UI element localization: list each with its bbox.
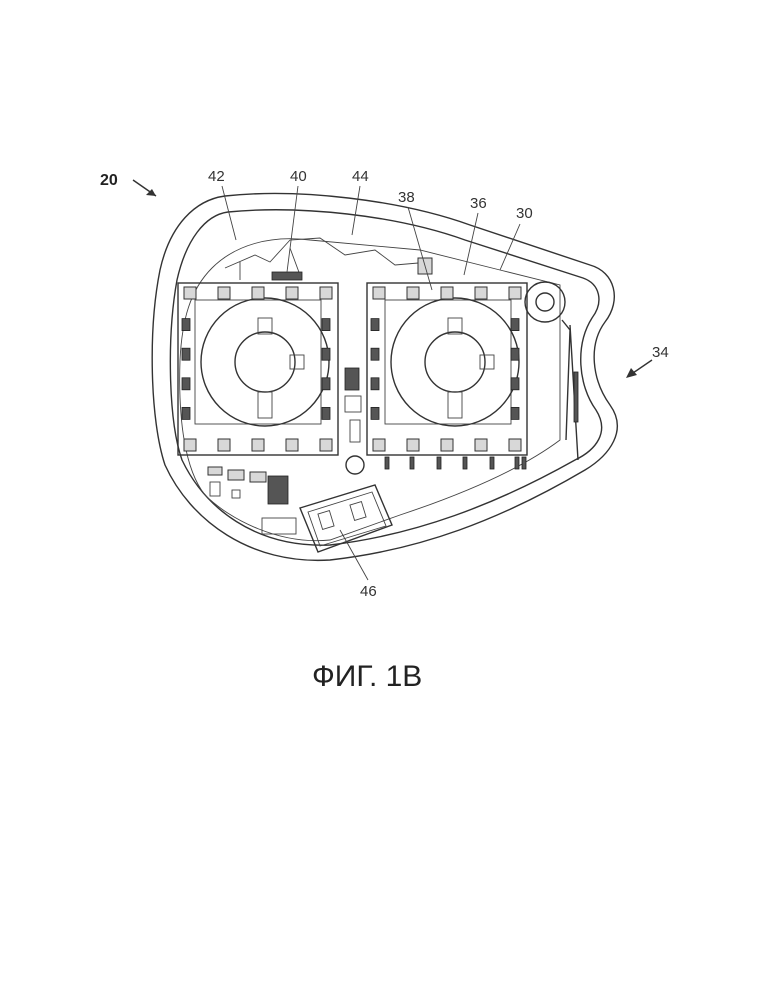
contact-pad xyxy=(286,439,298,451)
inner-housing xyxy=(170,210,601,545)
label-40: 40 xyxy=(290,168,307,185)
contact-pad xyxy=(373,287,385,299)
comp-g xyxy=(232,490,240,498)
label-34: 34 xyxy=(652,344,669,361)
bottom-tab xyxy=(463,457,467,469)
bottom-tab xyxy=(515,457,519,469)
side-pad xyxy=(182,319,190,331)
mid-component-1 xyxy=(345,368,359,390)
side-pad xyxy=(371,319,379,331)
side-pad xyxy=(511,348,519,360)
leader-34-arrow xyxy=(626,368,637,378)
side-pad xyxy=(322,319,330,331)
comp-f xyxy=(262,518,296,534)
side-pad xyxy=(322,348,330,360)
bottom-tabs xyxy=(385,457,526,469)
contact-pad xyxy=(407,287,419,299)
side-pad xyxy=(322,407,330,419)
leader-40 xyxy=(287,186,298,272)
connector-40 xyxy=(272,272,302,280)
comp-e xyxy=(268,476,288,504)
mid-component-2 xyxy=(345,396,361,412)
side-pad xyxy=(511,378,519,390)
contact-pad xyxy=(441,287,453,299)
left-coil-module xyxy=(178,283,338,455)
leader-44 xyxy=(352,186,360,235)
side-pad xyxy=(371,348,379,360)
contact-pad xyxy=(320,287,332,299)
side-pad xyxy=(182,348,190,360)
label-30: 30 xyxy=(516,205,533,222)
contact-pad xyxy=(184,439,196,451)
side-contact xyxy=(574,372,578,422)
button-outer xyxy=(525,282,565,322)
label-44: 44 xyxy=(352,168,369,185)
bottom-tab xyxy=(385,457,389,469)
contact-pad xyxy=(509,287,521,299)
comp-c xyxy=(250,472,266,482)
side-pad xyxy=(371,407,379,419)
contact-pad xyxy=(407,439,419,451)
contact-pad xyxy=(373,439,385,451)
label-device: 20 xyxy=(100,172,118,189)
label-46: 46 xyxy=(360,583,377,600)
contact-pad xyxy=(320,439,332,451)
leader-30 xyxy=(500,224,520,270)
label-36: 36 xyxy=(470,195,487,212)
right-coil-module xyxy=(367,283,527,455)
circuit-board xyxy=(180,239,560,541)
leader-38 xyxy=(408,207,432,290)
connector-46 xyxy=(300,485,392,552)
comp-a xyxy=(208,467,222,475)
side-pad xyxy=(182,378,190,390)
mid-component-3 xyxy=(350,420,360,442)
contact-pad xyxy=(475,287,487,299)
button-inner xyxy=(536,293,554,311)
contact-pad xyxy=(509,439,521,451)
contact-pad xyxy=(218,439,230,451)
comp-b xyxy=(228,470,244,480)
bottom-tab xyxy=(522,457,526,469)
contact-pad xyxy=(286,287,298,299)
board-traces xyxy=(225,238,430,280)
bottom-tab xyxy=(490,457,494,469)
contact-pad xyxy=(252,287,264,299)
side-pad xyxy=(511,407,519,419)
contact-pad xyxy=(475,439,487,451)
mid-hole xyxy=(346,456,364,474)
side-pad xyxy=(322,378,330,390)
contact-pad xyxy=(218,287,230,299)
bottom-tab xyxy=(437,457,441,469)
label-38: 38 xyxy=(398,189,415,206)
contact-pad xyxy=(441,439,453,451)
contact-pad xyxy=(184,287,196,299)
bottom-tab xyxy=(410,457,414,469)
contact-pad xyxy=(252,439,264,451)
label-42: 42 xyxy=(208,168,225,185)
figure-caption: ФИГ. 1В xyxy=(312,660,422,693)
comp-d xyxy=(210,482,220,496)
side-pad xyxy=(371,378,379,390)
side-pad xyxy=(182,407,190,419)
side-pad xyxy=(511,319,519,331)
